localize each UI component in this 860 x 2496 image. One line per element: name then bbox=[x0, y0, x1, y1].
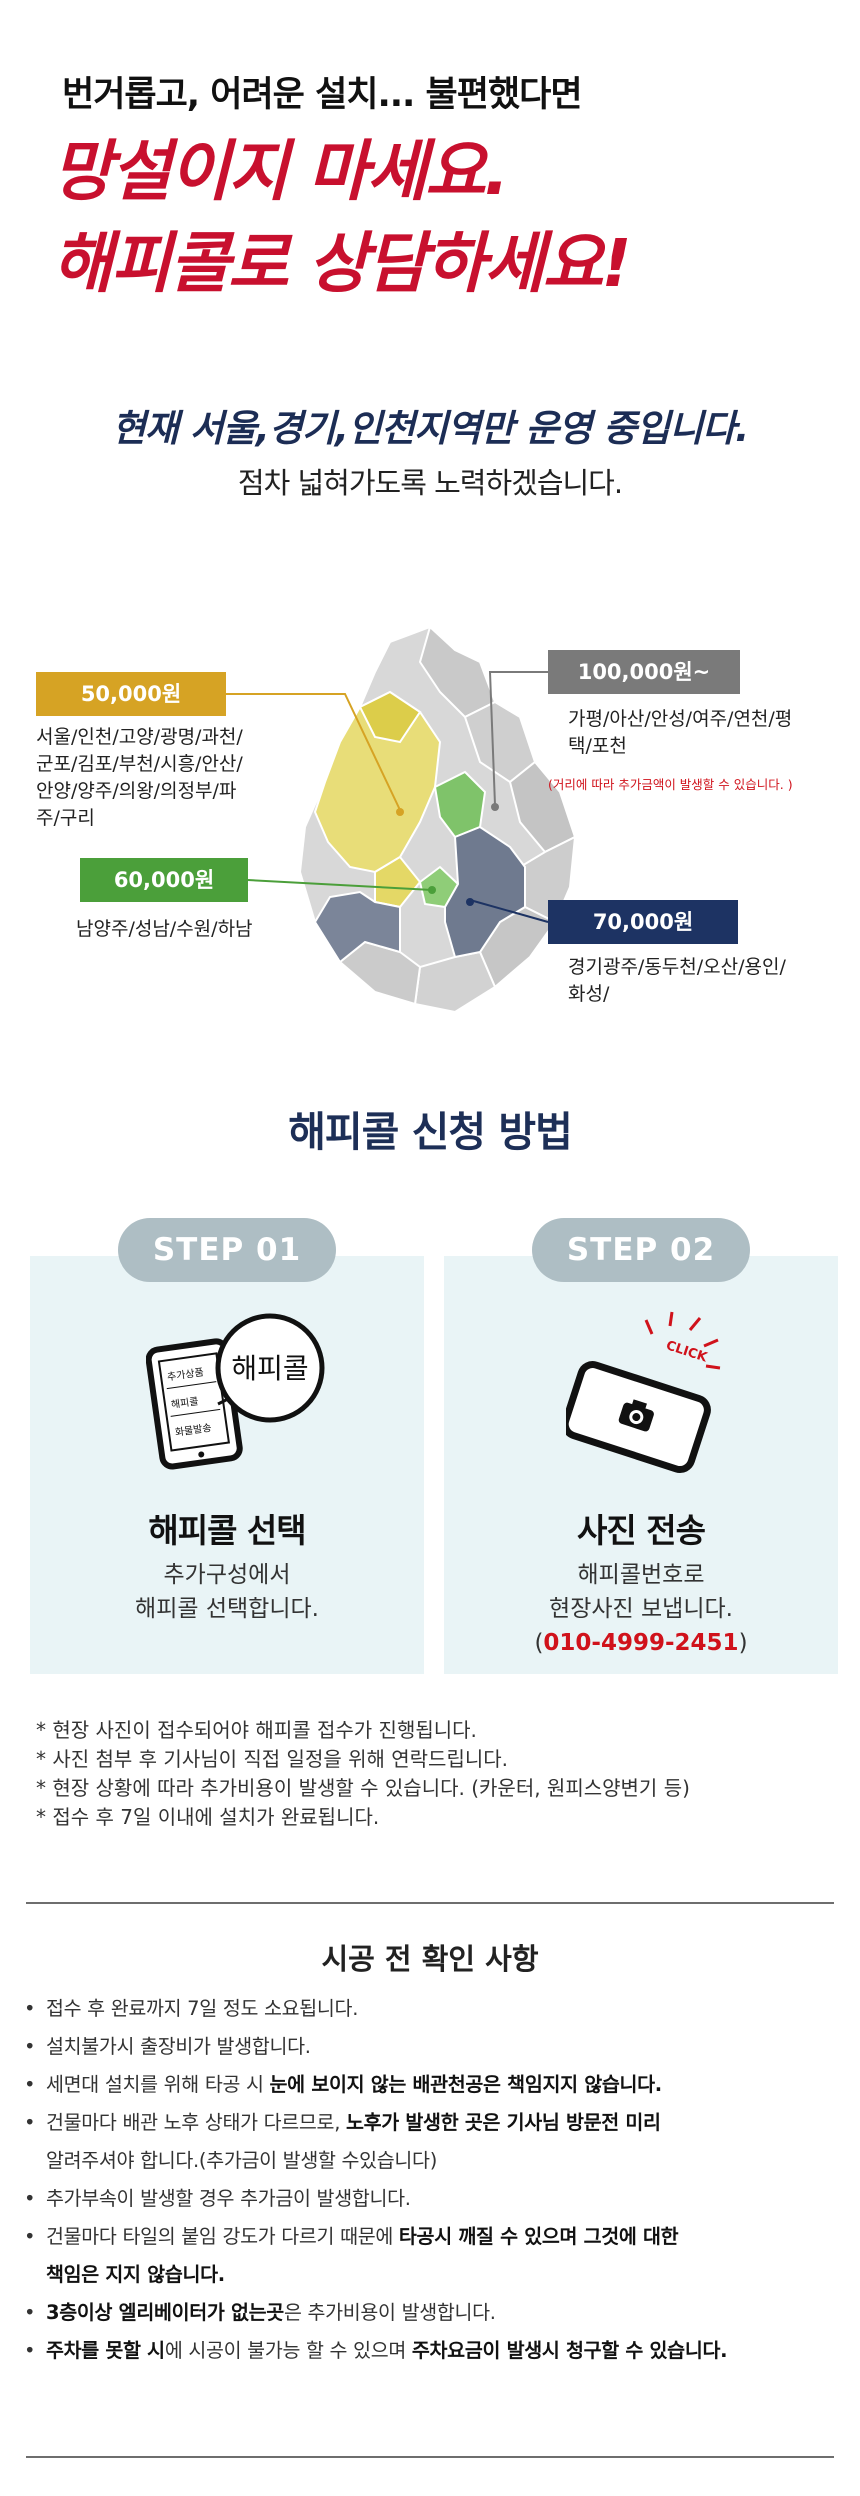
hero-line-1: 번거롭고, 어려운 설치... 불편했다면 bbox=[62, 75, 583, 115]
note-item: * 현장 상황에 따라 추가비용이 발생할 수 있습니다. (카운터, 원피스양… bbox=[36, 1776, 690, 1800]
operation-subtitle: 점차 넓혀가도록 노력하겠습니다. bbox=[237, 466, 623, 500]
step-desc-1-line-2: 해피콜 선택합니다. bbox=[135, 1596, 319, 1622]
check-item: 건물마다 배관 노후 상태가 다르므로, 노후가 발생한 곳은 기사님 방문전 … bbox=[24, 2104, 844, 2180]
check-item-text: 추가부속이 발생할 경우 추가금이 발생합니다. bbox=[46, 2187, 411, 2210]
check-item: 건물마다 타일의 붙임 강도가 다르기 때문에 타공시 깨질 수 있으며 그것에… bbox=[24, 2218, 844, 2294]
step-desc-2: 해피콜번호로 현장사진 보냅니다. (010-4999-2451) bbox=[444, 1558, 838, 1660]
region-list-60000: 남양주/성남/수원/하남 bbox=[76, 918, 253, 940]
check-item-text: 에 시공이 불가능 할 수 있으며 bbox=[164, 2339, 412, 2362]
check-item-text: 접수 후 완료까지 7일 정도 소요됩니다. bbox=[46, 1997, 359, 2020]
note-item: * 접수 후 7일 이내에 설치가 완료됩니다. bbox=[36, 1805, 380, 1829]
check-item-bold: 타공시 깨질 수 있으며 그것에 대한 bbox=[398, 2225, 679, 2248]
region-list-100000: 가평/아산/안성/여주/연천/평택/포천 bbox=[568, 708, 793, 757]
price-tag-50000: 50,000원 bbox=[36, 672, 226, 716]
check-item-text: 건물마다 배관 노후 상태가 다르므로, bbox=[46, 2111, 346, 2134]
step-desc-2-line-2: 현장사진 보냅니다. bbox=[549, 1596, 733, 1622]
region-list-50000: 서울/인천/고양/광명/과천/군포/김포/부천/시흥/안산/안양/양주/의왕/의… bbox=[36, 726, 243, 829]
phone-menu-item-1: 추가상품 bbox=[166, 1366, 204, 1383]
price-tag-60000: 60,000원 bbox=[80, 858, 248, 902]
click-label: CLICK bbox=[664, 1338, 710, 1366]
distance-surcharge-note: (거리에 따라 추가금액이 발생할 수 있습니다. ) bbox=[548, 777, 793, 792]
service-area-map-section: 50,000원 서울/인천/고양/광명/과천/군포/김포/부천/시흥/안산/안양… bbox=[0, 610, 860, 1030]
check-item: 설치불가시 출장비가 발생합니다. bbox=[24, 2028, 844, 2066]
check-item-text: 알려주셔야 합니다.(추가금이 발생할 수있습니다) bbox=[46, 2149, 438, 2172]
phone-select-icon: 추가상품 해피콜 화물발송 해피콜 bbox=[146, 1313, 325, 1470]
divider-bottom bbox=[26, 2456, 834, 2458]
note-item: * 사진 첨부 후 기사님이 직접 일정을 위해 연락드립니다. bbox=[36, 1747, 509, 1771]
check-item-bold: 눈에 보이지 않는 배관천공은 책임지지 않습니다. bbox=[269, 2073, 663, 2096]
price-tag-100000: 100,000원~ bbox=[548, 650, 740, 694]
apply-method-title: 해피콜 신청 방법 bbox=[288, 1108, 573, 1156]
price-tag-70000: 70,000원 bbox=[548, 900, 738, 944]
check-item: 3층이상 엘리베이터가 없는곳은 추가비용이 발생합니다. bbox=[24, 2294, 844, 2332]
check-item-bold: 책임은 지지 않습니다. bbox=[46, 2263, 225, 2286]
divider-top bbox=[26, 1902, 834, 1904]
phone-menu-item-3: 화물발송 bbox=[174, 1422, 212, 1439]
pre-install-check-list: 접수 후 완료까지 7일 정도 소요됩니다. 설치불가시 출장비가 발생합니다.… bbox=[24, 1990, 844, 2370]
pre-install-check-title: 시공 전 확인 사항 bbox=[321, 1942, 539, 1976]
step-desc-1: 추가구성에서 해피콜 선택합니다. bbox=[30, 1558, 424, 1626]
hero-line-3: 해피콜로 상담하세요! bbox=[52, 225, 632, 302]
happycall-phone-number[interactable]: 010-4999-2451 bbox=[543, 1630, 739, 1656]
operation-title: 현재 서울,경기,인천지역만 운영 중입니다. bbox=[111, 407, 750, 450]
step-name-1: 해피콜 선택 bbox=[148, 1511, 306, 1550]
check-item-bold: 주차요금이 발생시 청구할 수 있습니다. bbox=[411, 2339, 728, 2362]
hero-section: 번거롭고, 어려운 설치... 불편했다면 망설이지 마세요. 해피콜로 상담하… bbox=[0, 0, 860, 360]
phone-menu-item-2: 해피콜 bbox=[170, 1394, 199, 1411]
camera-phone-icon: CLICK bbox=[566, 1311, 721, 1474]
hero-line-2: 망설이지 마세요. bbox=[52, 133, 509, 210]
gyeonggi-map-graphic bbox=[298, 625, 577, 1014]
check-item-bold: 주차를 못할 시 bbox=[46, 2339, 165, 2362]
check-item-text: 은 추가비용이 발생합니다. bbox=[283, 2301, 496, 2324]
region-list-70000: 경기광주/동두천/오산/용인/화성/ bbox=[568, 956, 786, 1005]
check-item-text: 설치불가시 출장비가 발생합니다. bbox=[46, 2035, 311, 2058]
happycall-phone-number-line: (010-4999-2451) bbox=[534, 1630, 748, 1656]
step-badge-2: STEP 02 bbox=[532, 1218, 750, 1282]
step-badge-1: STEP 01 bbox=[118, 1218, 336, 1282]
map-leader-lines bbox=[226, 671, 549, 923]
check-item-text: 세면대 설치를 위해 타공 시 bbox=[46, 2073, 270, 2096]
check-item-text: 건물마다 타일의 붙임 강도가 다르기 때문에 bbox=[46, 2225, 399, 2248]
check-item-bold: 3층이상 엘리베이터가 없는곳 bbox=[46, 2301, 284, 2324]
step-desc-1-line-1: 추가구성에서 bbox=[163, 1562, 291, 1588]
check-item: 세면대 설치를 위해 타공 시 눈에 보이지 않는 배관천공은 책임지지 않습니… bbox=[24, 2066, 844, 2104]
check-item: 추가부속이 발생할 경우 추가금이 발생합니다. bbox=[24, 2180, 844, 2218]
step-desc-2-line-1: 해피콜번호로 bbox=[577, 1562, 705, 1588]
step-card-1: STEP 01 추가상품 해피콜 화물발송 해피콜 해피콜 선택 추가구성에서 … bbox=[30, 1218, 424, 1674]
apply-notes: * 현장 사진이 접수되어야 해피콜 접수가 진행됩니다. * 사진 첨부 후 … bbox=[36, 1716, 836, 1832]
note-item: * 현장 사진이 접수되어야 해피콜 접수가 진행됩니다. bbox=[36, 1718, 477, 1742]
step-name-2: 사진 전송 bbox=[577, 1511, 706, 1550]
magnified-happycall-label: 해피콜 bbox=[231, 1352, 308, 1385]
check-item-bold: 노후가 발생한 곳은 기사님 방문전 미리 bbox=[346, 2111, 661, 2134]
step-card-2: STEP 02 CLICK 사진 전송 해피콜번호로 현장사진 보냅니다. (0… bbox=[444, 1218, 838, 1674]
check-item: 접수 후 완료까지 7일 정도 소요됩니다. bbox=[24, 1990, 844, 2028]
check-item: 주차를 못할 시에 시공이 불가능 할 수 있으며 주차요금이 발생시 청구할 … bbox=[24, 2332, 844, 2370]
